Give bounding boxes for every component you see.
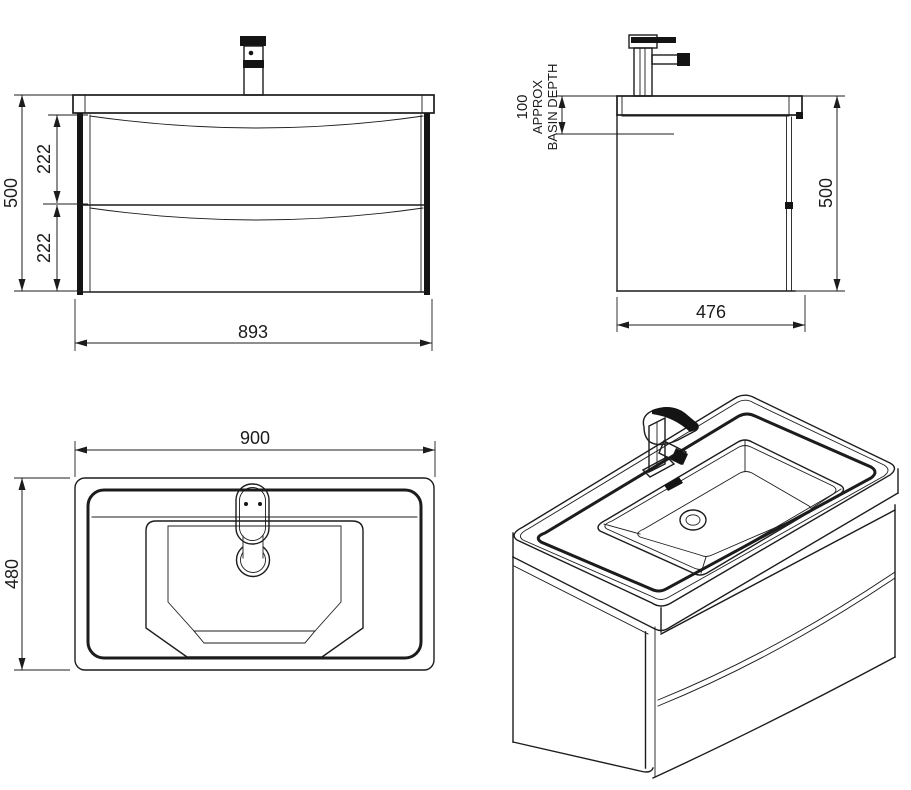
side-tap-body xyxy=(633,47,653,97)
front-tap-body xyxy=(243,45,264,96)
front-countertop xyxy=(72,94,435,114)
plan-tap xyxy=(235,483,271,578)
iso-tap-handle-top xyxy=(652,407,699,432)
plan-tap-neck-mask xyxy=(243,536,263,558)
plan-counter-outline xyxy=(74,477,435,671)
plan-basin xyxy=(145,520,364,658)
front-drawer-top-curve xyxy=(89,115,424,129)
side-tap-spout-tip xyxy=(677,53,690,66)
plan-tap-body-outer xyxy=(235,483,270,545)
plan-tap-dot-left xyxy=(244,502,248,506)
iso-tap-base xyxy=(641,456,676,478)
iso-tap-spout-tip xyxy=(671,448,688,465)
side-depth-label: 476 xyxy=(696,302,726,322)
iso-counter-top-edge2 xyxy=(519,399,889,600)
front-tap-dot xyxy=(248,50,254,56)
side-tap xyxy=(628,34,690,97)
plan-dimensions: 900 480 xyxy=(2,428,436,671)
front-width-label: 893 xyxy=(238,322,268,342)
side-height-label: 500 xyxy=(816,178,836,208)
side-countertop-nub xyxy=(796,112,803,119)
front-drawer-top-label: 222 xyxy=(34,144,54,174)
iso-drain-inner xyxy=(685,514,701,526)
plan-basin-outer xyxy=(145,520,364,658)
plan-depth-label: 480 xyxy=(2,559,22,589)
side-elevation-view: 100 APPROX BASIN DEPTH 500 476 xyxy=(514,34,845,332)
side-countertop-outline xyxy=(616,95,803,116)
front-drawer-bottom-curve xyxy=(89,207,424,221)
iso-cabinet-front-top xyxy=(660,509,896,635)
side-basin-depth-value: 100 xyxy=(514,94,531,119)
front-tap-band xyxy=(243,60,264,68)
plan-basin-walls xyxy=(167,525,342,644)
front-tap xyxy=(240,36,266,96)
side-basin-depth-label-basin: BASIN DEPTH xyxy=(545,64,560,151)
iso-basin-opening xyxy=(597,439,845,576)
side-dimensions: 100 APPROX BASIN DEPTH 500 476 xyxy=(514,64,845,332)
plan-tap-body-inner xyxy=(239,487,266,541)
front-dimensions: 500 222 222 893 xyxy=(1,94,433,351)
iso-counter-rim xyxy=(536,412,877,593)
iso-tap xyxy=(641,407,699,478)
iso-basin xyxy=(597,439,845,576)
front-drawer-bottom-label: 222 xyxy=(34,233,54,263)
iso-overflow-slot xyxy=(664,477,683,491)
plan-view: 900 480 xyxy=(2,428,436,671)
front-cabinet xyxy=(77,113,430,295)
iso-cabinet-left-bottom xyxy=(512,741,654,773)
iso-cabinet-front-bottom xyxy=(652,656,896,779)
side-basin-depth-label-approx: APPROX xyxy=(530,80,545,135)
front-tap-handle xyxy=(240,36,266,46)
iso-counter-top-outer xyxy=(513,394,896,607)
front-cabinet-side-right xyxy=(424,113,430,295)
side-cabinet xyxy=(616,114,796,292)
iso-basin-corner-slopes xyxy=(603,440,842,574)
front-countertop-outline xyxy=(72,94,435,114)
plan-tap-dot-right xyxy=(258,502,262,506)
side-tap-lever xyxy=(631,37,676,43)
iso-countertop xyxy=(512,394,899,633)
plan-width-label: 900 xyxy=(240,428,270,448)
side-drawer-split xyxy=(785,202,793,209)
iso-drain-outer xyxy=(679,509,707,531)
iso-basin-floor xyxy=(637,471,812,557)
front-height-label: 500 xyxy=(1,178,21,208)
plan-counter-rim xyxy=(86,488,423,660)
iso-cabinet-left-top-edge xyxy=(513,565,649,635)
iso-drawer-split-line1 xyxy=(657,571,896,701)
isometric-view xyxy=(512,394,899,779)
front-elevation-view: 500 222 222 893 xyxy=(1,36,435,351)
side-countertop xyxy=(616,95,803,119)
iso-drawer-split-line2 xyxy=(657,577,896,707)
iso-cabinet xyxy=(512,504,896,779)
